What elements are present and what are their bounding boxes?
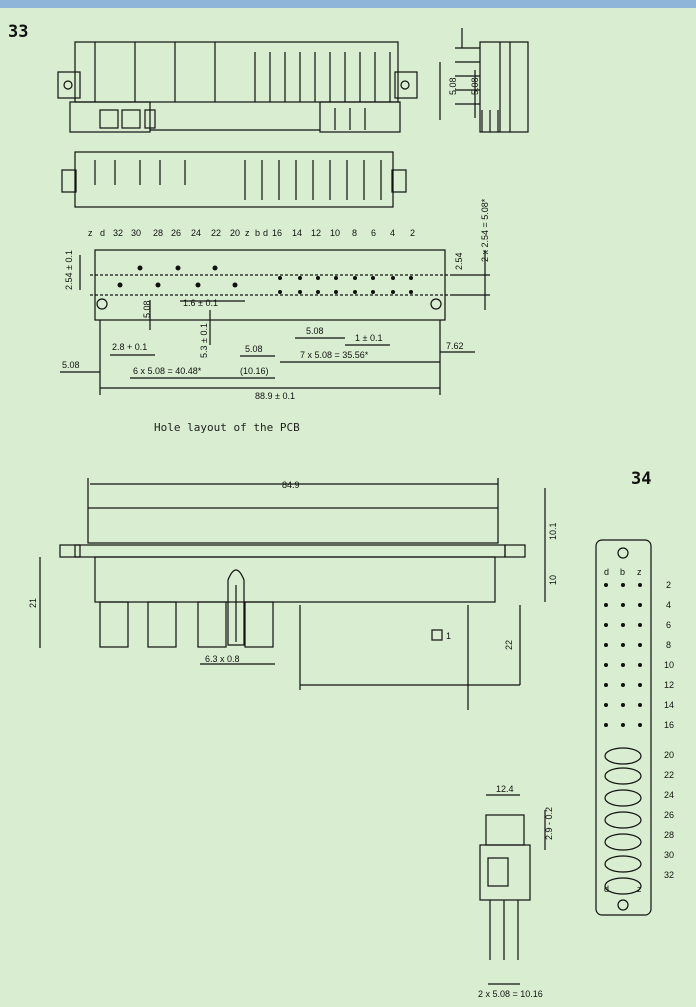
pinout-row-24: 24 [664,790,674,800]
dim-2-8: 2.8 + 0.1 [112,342,147,352]
pinout-row-14: 14 [664,700,674,710]
pinout-row-30: 30 [664,850,674,860]
dim-84-9: 84.9 [282,480,300,490]
row-label-z: z [88,228,93,238]
dim-2-54: 2.54 [454,252,464,270]
pinout-row-10: 10 [664,660,674,670]
row-label-30: 30 [131,228,141,238]
pinout-bottom-d: d [604,884,609,894]
row-label-16: 16 [272,228,282,238]
pinout-strip [595,539,652,916]
dim-7x: 7 x 5.08 = 35.56* [300,350,369,360]
dim-5-08-b: 5.08 [245,344,263,354]
dim-5-08-c: 5.08 [62,360,80,370]
pinout-bottom-z: z [637,884,642,894]
row-label-20: 20 [230,228,240,238]
dim-6x: 6 x 5.08 = 40.48* [133,366,202,376]
dim-10: 10 [548,575,558,585]
connector-34-front-view [39,478,546,710]
pinout-row-8: 8 [666,640,671,650]
row-label-4: 4 [390,228,395,238]
connector-side-view [439,28,529,133]
pinout-dots [604,583,642,727]
dim-12-4: 12.4 [496,784,514,794]
row-label-12: 12 [311,228,321,238]
pinout-row-26: 26 [664,810,674,820]
row-label-d2: d [263,228,268,238]
dim-21: 21 [28,598,38,608]
pinout-row-16: 16 [664,720,674,730]
pinout-col-d: d [604,567,609,577]
pinout-row-6: 6 [666,620,671,630]
dim-5-3: 5.3 ± 0.1 [199,323,209,358]
row-label-14: 14 [292,228,302,238]
fig33-side-dim-2: 5.08 [470,77,480,95]
figure-34-number: 34 [631,469,652,489]
figure-33-caption: Hole layout of the PCB [154,421,300,434]
pcb-hole-layout [60,249,490,395]
row-label-2: 2 [410,228,415,238]
fig33-right-dim: 2 x 2.54 = 5.08* [480,198,490,262]
pinout-row-20: 20 [664,750,674,760]
pinout-row-22: 22 [664,770,674,780]
figure-33-number: 33 [8,22,29,42]
row-label-24: 24 [191,228,201,238]
connector-front-view [61,151,407,208]
dim-5-08: 5.08 [306,326,324,336]
dim-88-9: 88.9 ± 0.1 [255,391,295,401]
dim-10-16: (10.16) [240,366,269,376]
pcb-hole-dots [117,265,413,294]
row-label-d: d [100,228,105,238]
dim-1: 1 ± 0.1 [355,333,382,343]
connector-top-view [57,41,418,133]
dim-10-1: 10.1 [548,522,558,540]
dim-5-08-v: 5.08 [142,300,152,318]
fig33-side-dim-1: 5.08 [448,77,458,95]
row-label-6: 6 [371,228,376,238]
row-label-28: 28 [153,228,163,238]
pinout-row-28: 28 [664,830,674,840]
row-label-32: 32 [113,228,123,238]
pinout-col-b: b [620,567,625,577]
pinout-col-z: z [637,567,642,577]
dim-tolerance: 1 [446,631,451,641]
dim-7-62: 7.62 [446,341,464,351]
connector-34-side-view [479,794,546,985]
top-border-bar [0,0,696,8]
dim-2-9: 2.9 - 0.2 [544,807,554,840]
dim-22: 22 [504,640,514,650]
dim-pitch: 2 x 5.08 = 10.16 [478,989,543,999]
dim-1-6: 1.6 ± 0.1 [183,298,218,308]
fig33-left-dim: 2.54 ± 0.1 [64,250,74,290]
pinout-row-2: 2 [666,580,671,590]
row-label-22: 22 [211,228,221,238]
row-label-b: b [255,228,260,238]
pinout-row-12: 12 [664,680,674,690]
dim-6-3x0-8: 6.3 x 0.8 [205,654,240,664]
row-label-8: 8 [352,228,357,238]
row-label-26: 26 [171,228,181,238]
row-label-10: 10 [330,228,340,238]
pinout-row-32: 32 [664,870,674,880]
pinout-row-4: 4 [666,600,671,610]
row-label-z2: z [245,228,250,238]
